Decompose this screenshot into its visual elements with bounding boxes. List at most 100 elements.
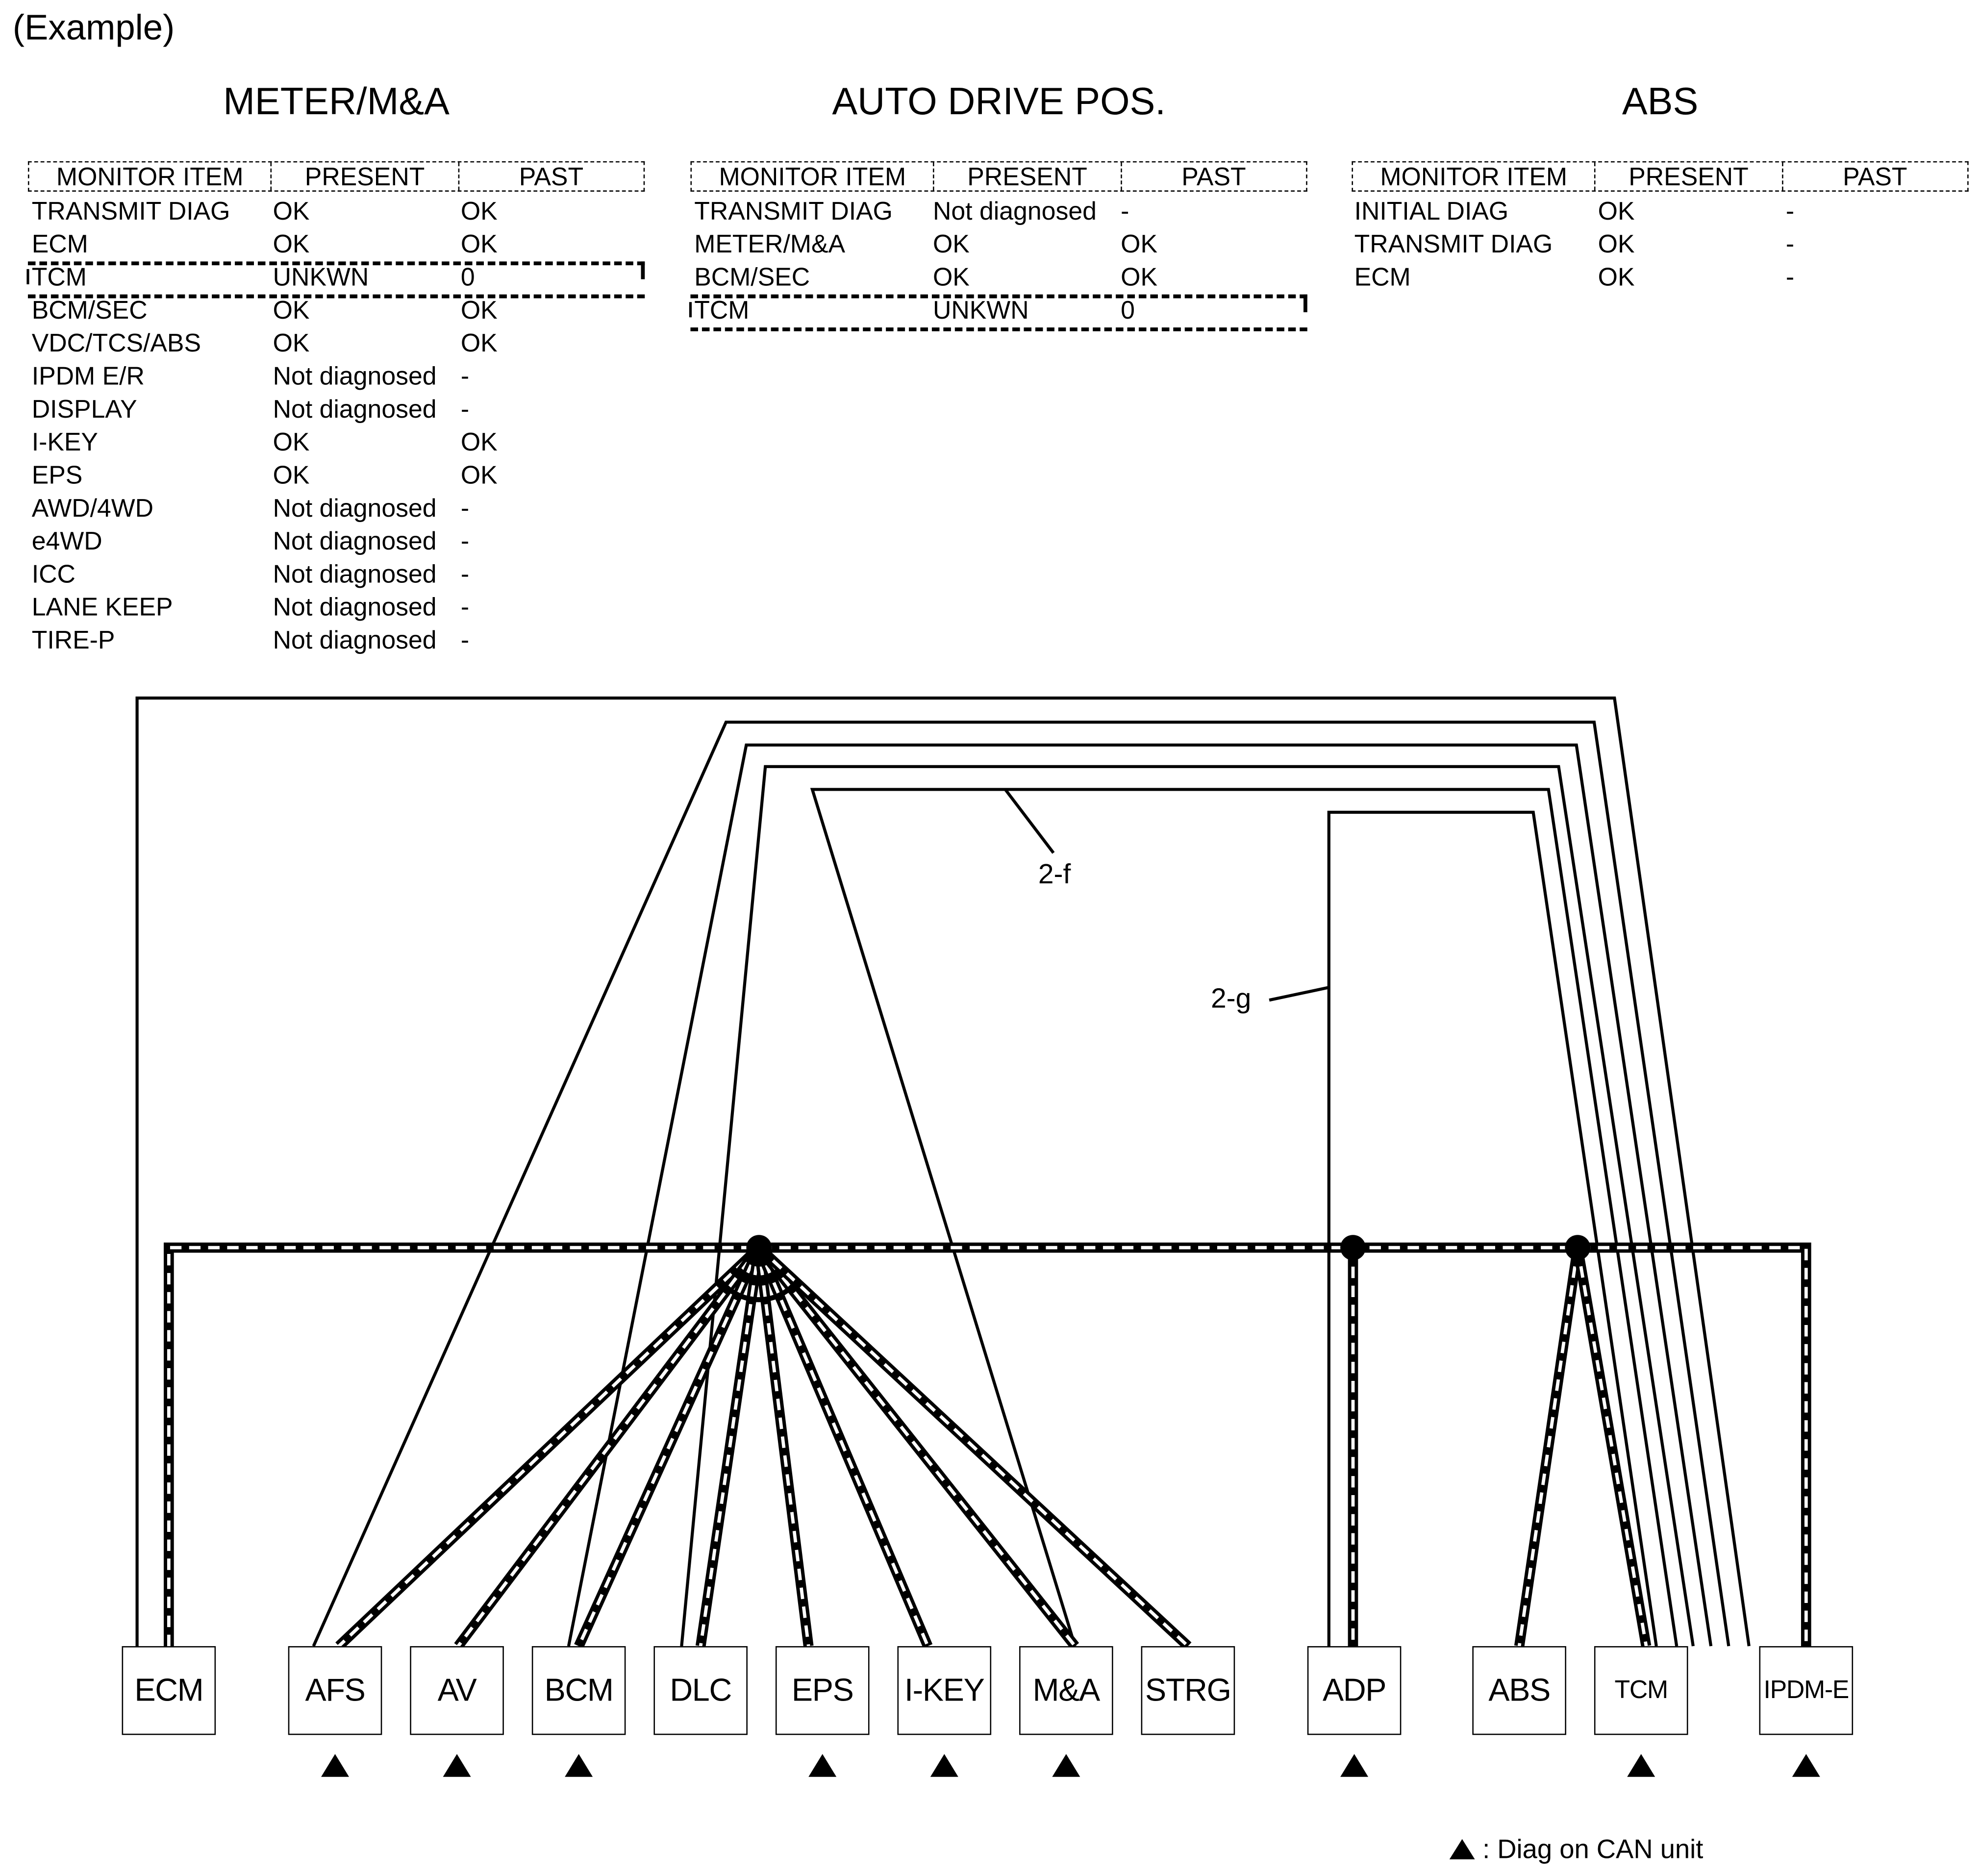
- diag-on-can-triangle-icon: [565, 1754, 593, 1777]
- header-present: PRESENT: [1594, 162, 1781, 192]
- legend: : Diag on CAN unit: [1449, 1835, 1703, 1866]
- hub-arcs: [717, 1267, 801, 1302]
- cell-past: -: [1785, 264, 1795, 292]
- cell-present: OK: [273, 198, 310, 226]
- leader-2g: [1269, 986, 1329, 1002]
- cell-item: EPS: [31, 462, 83, 490]
- cell-present: UNKWN: [932, 297, 1029, 325]
- table-row: TRANSMIT DIAG OK -: [1352, 228, 1968, 261]
- cell-present: OK: [273, 330, 310, 358]
- auto-drive-table-header: MONITOR ITEM PRESENT PAST: [690, 161, 1307, 192]
- cell-present: Not diagnosed: [273, 627, 437, 655]
- cell-past: -: [1121, 198, 1129, 226]
- unit-i-key: I-KEY: [897, 1646, 992, 1735]
- abs-table-header: MONITOR ITEM PRESENT PAST: [1352, 161, 1969, 192]
- highlight-box-top: [27, 261, 645, 266]
- table-row: INITIAL DIAG OK -: [1352, 196, 1968, 228]
- cell-past: -: [460, 396, 470, 424]
- splice-node-hub: [746, 1235, 772, 1260]
- cell-item: LANE KEEP: [31, 594, 173, 622]
- cell-past: OK: [460, 198, 498, 226]
- header-present: PRESENT: [271, 162, 458, 192]
- cell-item: INITIAL DIAG: [1354, 198, 1509, 226]
- table-row: e4WD Not diagnosed-: [28, 525, 645, 558]
- cell-item: ICC: [31, 561, 75, 589]
- header-past: PAST: [1781, 162, 1967, 192]
- can-branch-dlc: [695, 1247, 764, 1647]
- cell-present: Not diagnosed: [932, 198, 1097, 226]
- cell-present: OK: [273, 462, 310, 490]
- header-past: PAST: [1120, 162, 1306, 192]
- cell-item: TIRE-P: [31, 627, 115, 655]
- unit-eps: EPS: [775, 1646, 870, 1735]
- cell-past: -: [460, 528, 470, 556]
- cell-item: TRANSMIT DIAG: [31, 198, 230, 226]
- can-branch-tcm: [1573, 1247, 1652, 1647]
- unit-ecm: ECM: [122, 1646, 216, 1735]
- cell-present: Not diagnosed: [273, 396, 437, 424]
- cell-item: VDC/TCS/ABS: [31, 330, 201, 358]
- cell-present: OK: [273, 429, 310, 457]
- diag-on-can-triangle-icon: [1792, 1754, 1820, 1777]
- cell-past: OK: [460, 297, 498, 325]
- highlight-box-side: [641, 261, 645, 279]
- cell-item: METER/M&A: [694, 231, 846, 259]
- diag-on-can-triangle-icon: [930, 1754, 958, 1777]
- cell-past: OK: [460, 231, 498, 259]
- cell-present: OK: [273, 297, 310, 325]
- cell-past: -: [460, 363, 470, 391]
- signal-line-afs: [312, 721, 1730, 1647]
- label-2f: 2-f: [1038, 858, 1071, 890]
- can-branch-abs: [1514, 1247, 1583, 1647]
- cell-present: Not diagnosed: [273, 495, 437, 523]
- cell-present: Not diagnosed: [273, 594, 437, 622]
- unit-abs: ABS: [1472, 1646, 1566, 1735]
- cell-past: OK: [1121, 231, 1158, 259]
- cell-item: e4WD: [31, 528, 102, 556]
- header-past: PAST: [457, 162, 644, 192]
- cell-past: -: [460, 594, 470, 622]
- auto-drive-title: AUTO DRIVE POS.: [832, 81, 1166, 124]
- header-present: PRESENT: [933, 162, 1121, 192]
- table-row: LANE KEEP Not diagnosed-: [28, 592, 645, 625]
- cell-present: OK: [1598, 231, 1635, 259]
- cell-present: OK: [273, 231, 310, 259]
- unit-afs: AFS: [288, 1646, 382, 1735]
- unit-ipdm-e: IPDM-E: [1759, 1646, 1854, 1735]
- diag-on-can-triangle-icon: [1627, 1754, 1655, 1777]
- highlight-box-side: [26, 269, 29, 284]
- cell-item: TCM: [694, 297, 750, 325]
- can-branch-ma: [755, 1244, 1079, 1650]
- header-monitor-item: MONITOR ITEM: [719, 163, 906, 192]
- cell-present: OK: [932, 264, 970, 292]
- cell-past: -: [460, 495, 470, 523]
- cell-past: -: [460, 627, 470, 655]
- cell-present: Not diagnosed: [273, 528, 437, 556]
- cell-item: IPDM E/R: [31, 363, 145, 391]
- meter-title: METER/M&A: [223, 81, 450, 124]
- can-branch-av: [454, 1244, 763, 1650]
- cell-present: OK: [1598, 198, 1635, 226]
- signal-line-bcm: [567, 743, 1713, 1647]
- cell-item: TRANSMIT DIAG: [1354, 231, 1553, 259]
- unit-av: AV: [410, 1646, 504, 1735]
- cell-past: OK: [460, 429, 498, 457]
- cell-item: I-KEY: [31, 429, 99, 457]
- cell-item: BCM/SEC: [31, 297, 148, 325]
- unit-m-a: M&A: [1019, 1646, 1113, 1735]
- table-row: TRANSMIT DIAG OK OK: [28, 196, 645, 228]
- cell-past: -: [1785, 198, 1795, 226]
- table-row: BCM/SEC OK OK: [28, 295, 645, 327]
- cell-past: -: [1785, 231, 1795, 259]
- cell-present: Not diagnosed: [273, 561, 437, 589]
- diag-on-can-triangle-icon: [1340, 1754, 1369, 1777]
- triangle-icon: [1449, 1839, 1475, 1860]
- diag-on-can-triangle-icon: [443, 1754, 471, 1777]
